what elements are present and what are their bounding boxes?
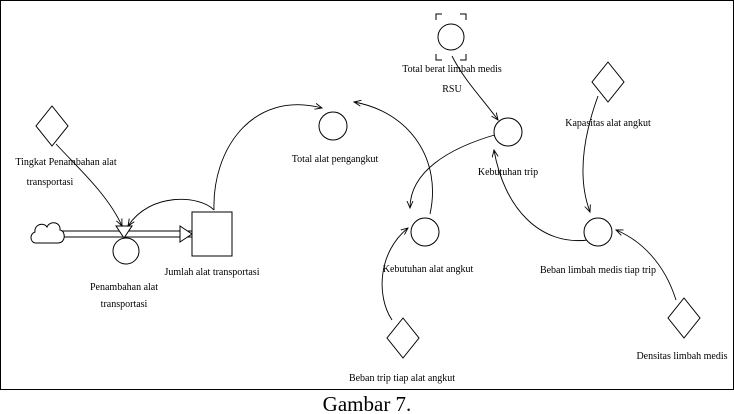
label-kebutuhan-alat: Kebutuhan alat angkut <box>383 264 474 275</box>
aux-penambahan-alat-transportasi <box>112 237 140 265</box>
label-total-alat: Total alat pengangkut <box>292 154 379 165</box>
link-total-alat-to-kebutuhan-alat <box>410 133 499 208</box>
ghost-bracket <box>435 13 467 61</box>
link-tingkat-to-penambahan <box>55 143 122 226</box>
label-kapasitas: Kapasitas alat angkut <box>565 118 651 129</box>
label-beban-trip: Beban trip tiap alat angkut <box>349 373 455 384</box>
valve-icon <box>115 225 133 239</box>
aux-kebutuhan-trip <box>493 117 523 147</box>
figure-caption: Gambar 7. <box>322 392 412 414</box>
link-densitas-to-beban-limbah <box>616 230 677 301</box>
link-kapasitas-to-beban-limbah <box>582 95 599 212</box>
link-total-berat-to-kebutuhan-trip <box>451 55 498 120</box>
aux-kebutuhan-alat-angkut <box>410 217 440 247</box>
aux-total-alat-pengangkut <box>318 111 348 141</box>
aux-beban-limbah-medis-tiap-trip <box>583 217 613 247</box>
label-tingkat: Tingkat Penambahan alat <box>15 157 117 168</box>
link-beban-trip-to-kebutuhan-alat <box>381 228 408 321</box>
label-jumlah: Jumlah alat transportasi <box>165 267 260 278</box>
cloud-source-icon <box>30 222 65 244</box>
link-jumlah-to-total-alat <box>213 105 322 211</box>
links <box>55 55 677 321</box>
stock-flow-diagram: Tingkat Penambahan alat transportasi Pen… <box>15 13 728 384</box>
const-kapasitas-alat-angkut <box>591 61 625 103</box>
link-kebutuhan-alat-to-total-alat <box>354 102 433 215</box>
label-total-berat-2: RSU <box>442 84 462 95</box>
stock-jumlah-alat-transportasi <box>191 211 233 257</box>
const-densitas-limbah-medis <box>667 297 701 339</box>
label-penambahan-2: transportasi <box>101 299 148 310</box>
link-jumlah-to-penambahan <box>128 198 215 226</box>
aux-total-berat-limbah-medis <box>437 23 465 51</box>
label-tingkat-2: transportasi <box>27 177 74 188</box>
const-beban-trip-tiap-alat <box>386 317 420 359</box>
label-kebutuhan-trip: Kebutuhan trip <box>478 167 538 178</box>
link-beban-limbah-to-kebutuhan-trip <box>494 150 589 242</box>
label-penambahan: Penambahan alat <box>90 282 158 293</box>
label-densitas: Densitas limbah medis <box>636 351 727 362</box>
const-tingkat-penambahan <box>35 105 69 147</box>
label-total-berat: Total berat limbah medis <box>402 64 502 75</box>
label-beban-limbah: Beban limbah medis tiap trip <box>540 265 656 276</box>
